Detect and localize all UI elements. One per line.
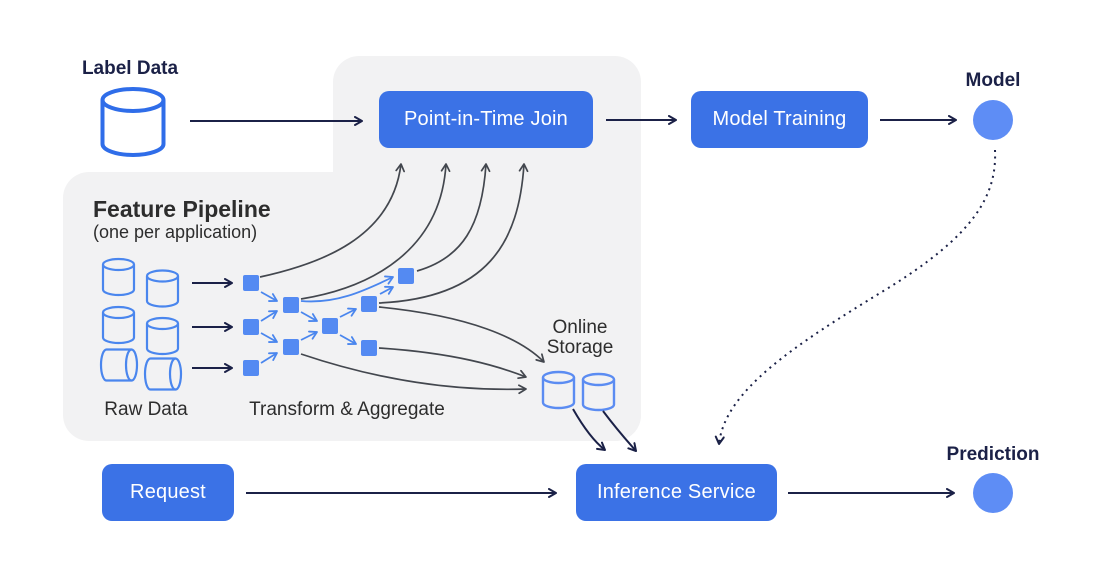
rawdata-arrows bbox=[192, 278, 233, 373]
online-storage-line1: Online bbox=[552, 317, 608, 338]
arrow-model-to-inference-dotted bbox=[714, 149, 997, 445]
point-in-time-join-node: Point-in-Time Join bbox=[379, 91, 593, 148]
transform-node-square bbox=[398, 268, 414, 284]
request-label: Request bbox=[130, 481, 206, 503]
feature-to-join-arrows bbox=[259, 163, 529, 304]
prediction-artifact-circle bbox=[973, 473, 1013, 513]
feature-pipeline-panel bbox=[63, 56, 641, 441]
transform-node-square bbox=[283, 339, 299, 355]
model-training-label: Model Training bbox=[712, 108, 847, 130]
transform-node-square bbox=[322, 318, 338, 334]
transform-node-square bbox=[243, 275, 259, 291]
transform-node-square bbox=[243, 319, 259, 335]
inference-service-node: Inference Service bbox=[576, 464, 777, 521]
inference-service-label: Inference Service bbox=[596, 481, 757, 503]
label-data-database-icon bbox=[100, 87, 166, 157]
transform-nodes bbox=[243, 268, 414, 376]
model-training-node: Model Training bbox=[691, 91, 868, 148]
prediction-label: Prediction bbox=[946, 444, 1040, 465]
request-node: Request bbox=[102, 464, 234, 521]
feature-pipeline-title: Feature Pipeline bbox=[93, 196, 271, 222]
model-label: Model bbox=[965, 70, 1021, 91]
feature-pipeline-subtitle: (one per application) bbox=[93, 222, 258, 242]
flow-arrows bbox=[190, 115, 957, 498]
transform-aggregate-label: Transform & Aggregate bbox=[249, 399, 445, 420]
raw-data-label: Raw Data bbox=[104, 399, 188, 420]
label-data-label: Label Data bbox=[81, 58, 179, 79]
online-storage-line2: Storage bbox=[546, 337, 614, 358]
transform-node-square bbox=[361, 340, 377, 356]
storage-to-inference-arrows bbox=[572, 408, 637, 452]
feature-to-storage-arrows bbox=[300, 306, 545, 395]
model-artifact-circle bbox=[973, 100, 1013, 140]
transform-node-square bbox=[283, 297, 299, 313]
transform-node-square bbox=[243, 360, 259, 376]
transform-node-connectors bbox=[260, 275, 394, 364]
transform-node-square bbox=[361, 296, 377, 312]
online-storage-label: Online Storage bbox=[528, 318, 632, 358]
point-in-time-join-label: Point-in-Time Join bbox=[403, 108, 569, 130]
